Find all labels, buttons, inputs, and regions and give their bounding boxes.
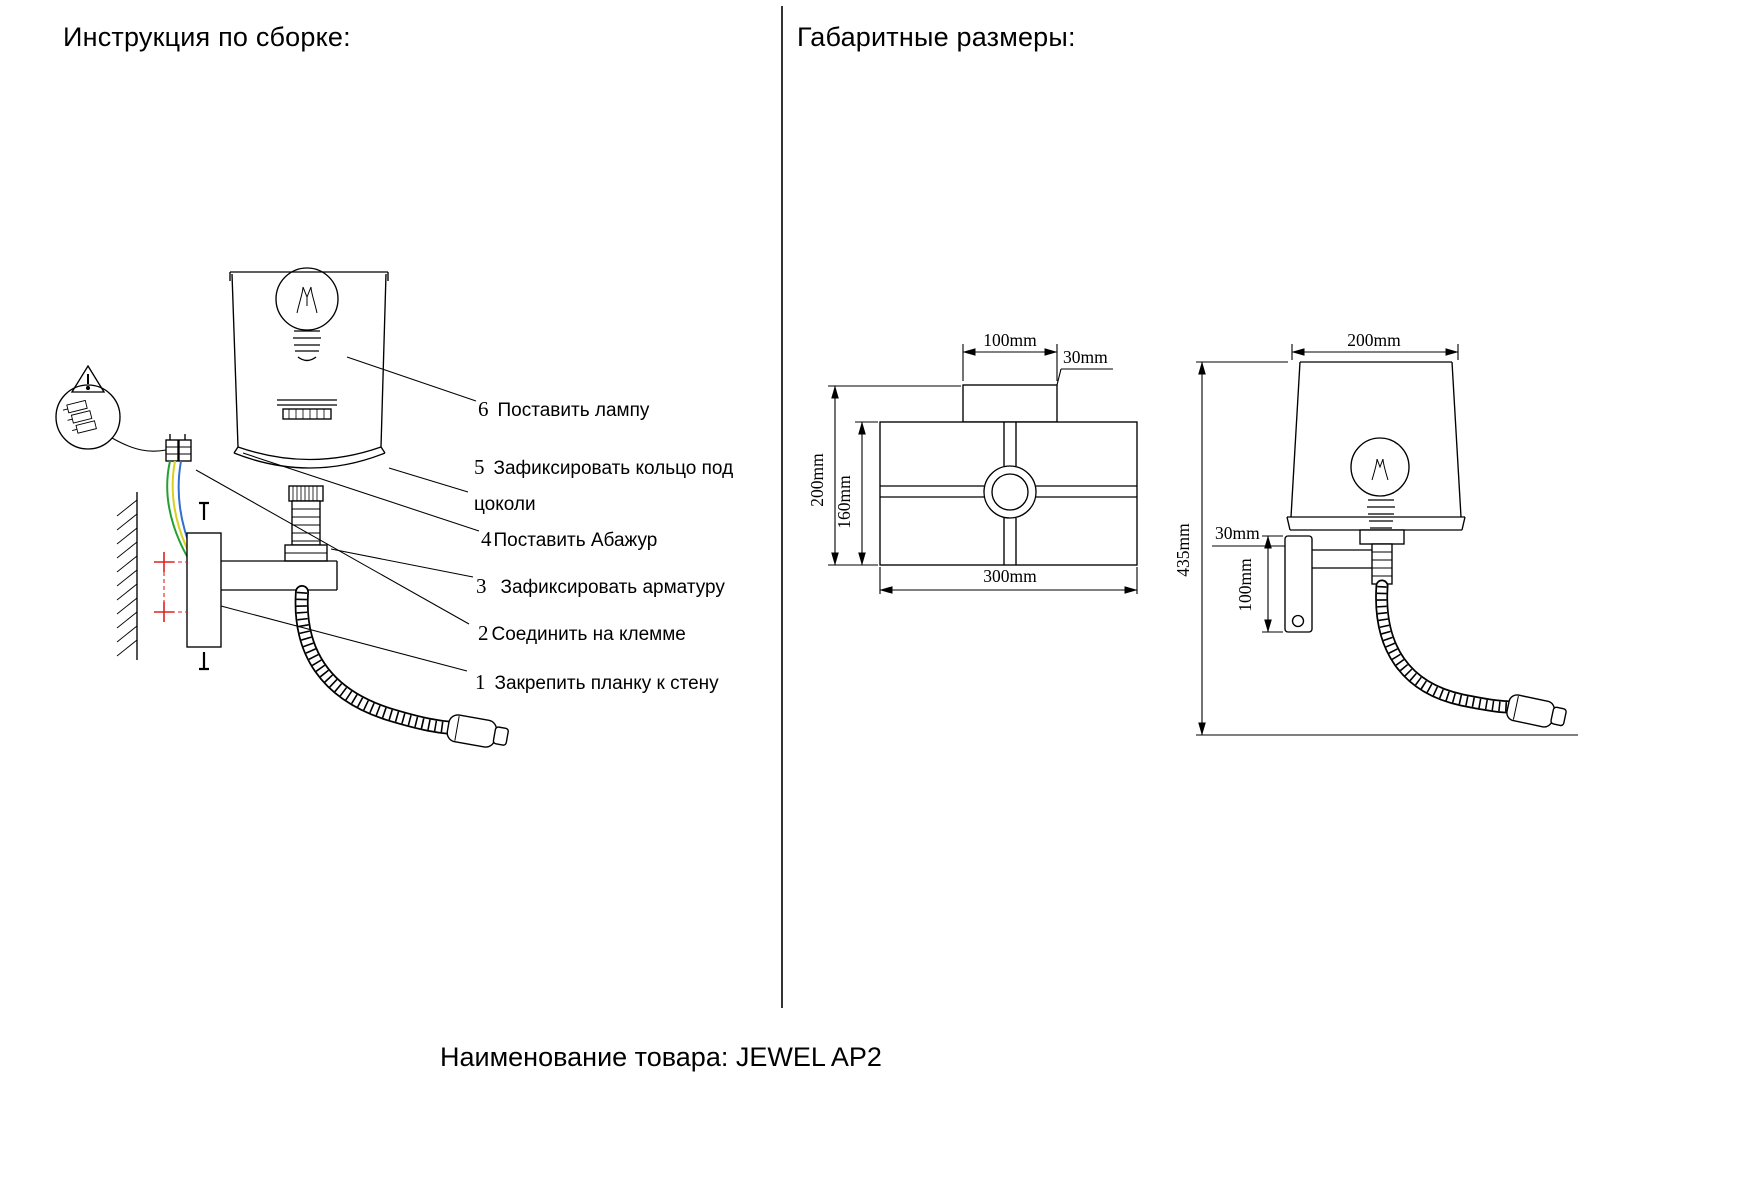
side-socket-flange bbox=[1359, 529, 1405, 545]
side-socket-stem bbox=[1371, 543, 1393, 585]
gooseneck-drawing bbox=[294, 585, 509, 748]
step-1: 1 Закрепить планку к стену bbox=[475, 669, 719, 696]
socket-drawing bbox=[221, 485, 338, 591]
step-6-number: 6 bbox=[478, 397, 489, 421]
dim-canopy-height: 30mm bbox=[1063, 347, 1108, 367]
step-4-label: Поставить Абажур bbox=[493, 530, 658, 551]
center-stem-lines bbox=[1003, 422, 1017, 565]
step-6-label: Поставить лампу bbox=[497, 400, 650, 421]
bulb-icon bbox=[275, 267, 339, 362]
side-switch-knob bbox=[1291, 614, 1305, 628]
leader-step-6 bbox=[346, 356, 477, 402]
step-3-label: Зафиксировать арматуру bbox=[500, 577, 725, 598]
assembly-diagram bbox=[55, 267, 509, 748]
right-panel-title: Габаритные размеры: bbox=[797, 22, 1076, 52]
front-view-dimensions: 100mm 30mm 200mm 160mm 300mm bbox=[807, 330, 1138, 594]
wall-mount-drawing bbox=[116, 492, 222, 671]
side-backplate bbox=[1284, 535, 1313, 633]
reading-head-drawing bbox=[446, 714, 509, 748]
technical-drawing: 100mm 30mm 200mm 160mm 300mm bbox=[55, 6, 1578, 1008]
screw-marks-red bbox=[154, 552, 187, 622]
side-arm-bracket bbox=[1312, 549, 1372, 569]
canopy-outline bbox=[962, 384, 1058, 423]
center-ring-outer bbox=[983, 465, 1037, 519]
warning-triangle-icon bbox=[70, 364, 106, 393]
step-4-number: 4 bbox=[481, 527, 492, 551]
dim-shade-width: 300mm bbox=[983, 566, 1037, 586]
step-5-number: 5 bbox=[474, 455, 485, 479]
product-name-label: Наименование товара: JEWEL AP2 bbox=[440, 1042, 882, 1072]
warning-emblem bbox=[55, 364, 167, 452]
screw-top-icon bbox=[199, 501, 209, 520]
dim-side-overall-height: 435mm bbox=[1173, 523, 1193, 577]
dim-backplate-height: 100mm bbox=[1235, 558, 1255, 612]
leader-step-2 bbox=[195, 469, 470, 625]
leader-step-1 bbox=[220, 605, 468, 672]
front-view-drawing: 100mm 30mm 200mm 160mm 300mm bbox=[807, 330, 1138, 594]
leader-step-4 bbox=[242, 452, 480, 532]
dim-shade-height: 160mm bbox=[834, 475, 854, 529]
dim-backplate-depth: 30mm bbox=[1215, 523, 1260, 543]
arm-bracket-drawing bbox=[221, 560, 338, 591]
shade-outline bbox=[879, 421, 1138, 566]
terminal-block-drawing bbox=[165, 434, 192, 462]
center-ring-inner bbox=[991, 473, 1029, 511]
step-2-number: 2 bbox=[478, 621, 489, 645]
step-1-number: 1 bbox=[475, 670, 486, 694]
left-panel-title: Инструкция по сборке: bbox=[63, 22, 351, 52]
dim-side-shade-width: 200mm bbox=[1347, 330, 1401, 350]
screw-bottom-icon bbox=[199, 652, 209, 671]
emblem-leader-line bbox=[111, 437, 167, 452]
side-shade-outline bbox=[1290, 361, 1462, 518]
step-2-label: Соединить на клемме bbox=[491, 624, 686, 645]
cross-bar-lines bbox=[880, 485, 1137, 498]
side-view-drawing: 200mm 435mm 30mm 100mm bbox=[1173, 330, 1578, 736]
dim-front-overall-height: 200mm bbox=[807, 453, 827, 507]
side-gooseneck-drawing bbox=[1375, 579, 1567, 728]
lampshade-drawing bbox=[229, 271, 389, 469]
side-view-dimensions: 200mm 435mm 30mm 100mm bbox=[1173, 330, 1578, 736]
fixing-ring-drawing bbox=[277, 399, 337, 420]
step-1-label: Закрепить планку к стену bbox=[494, 673, 719, 694]
side-bulb-icon bbox=[1350, 437, 1410, 497]
dim-canopy-width: 100mm bbox=[983, 330, 1037, 350]
leader-step-3 bbox=[330, 548, 474, 578]
step-3: 3 Зафиксировать арматуру bbox=[476, 573, 725, 600]
leader-step-5 bbox=[388, 467, 469, 493]
leader-lines bbox=[195, 356, 480, 672]
wall-hatching bbox=[116, 499, 138, 657]
step-6: 6 Поставить лампу bbox=[478, 396, 649, 423]
side-bulb-base bbox=[1367, 499, 1395, 529]
side-reading-head bbox=[1506, 694, 1567, 728]
backplate-drawing bbox=[186, 532, 222, 648]
step-5-label: Зафиксировать кольцо под цоколи bbox=[474, 458, 734, 515]
step-3-number: 3 bbox=[476, 574, 487, 598]
